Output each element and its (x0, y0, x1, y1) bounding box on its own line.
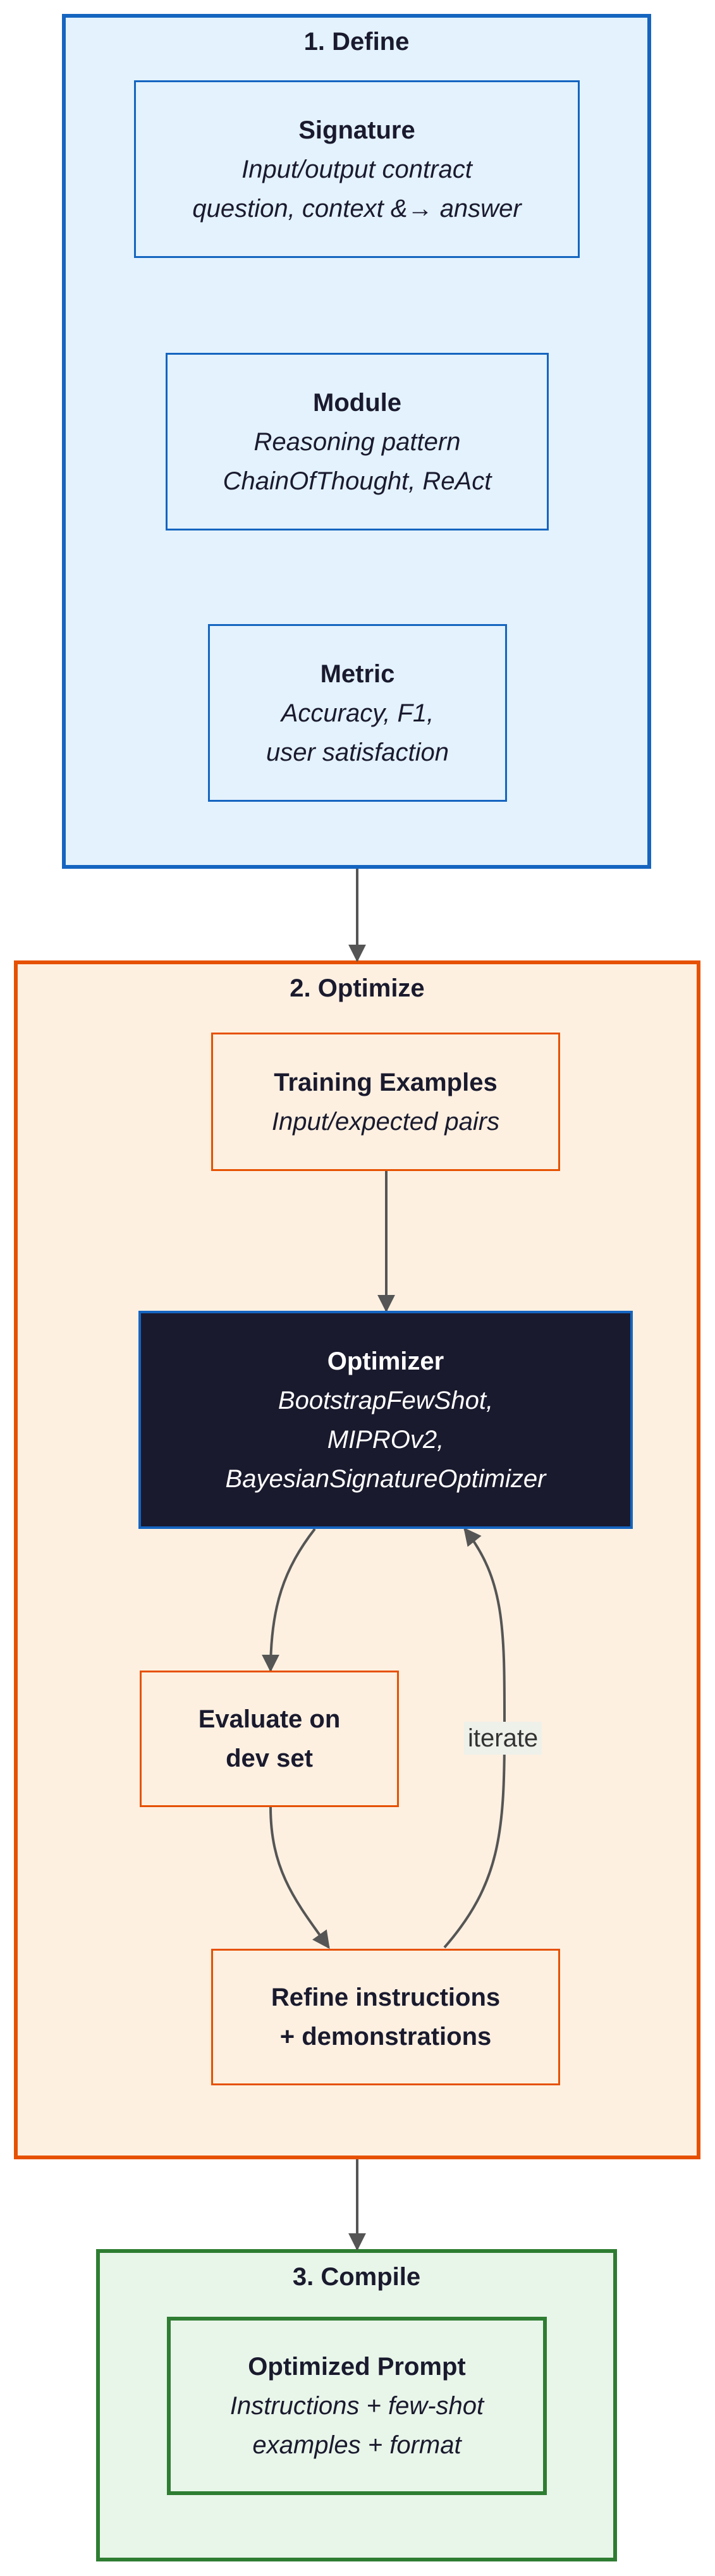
evaluate-node: Evaluate on dev set (140, 1671, 399, 1807)
training-title: Training Examples (274, 1068, 498, 1096)
signature-title: Signature (298, 116, 415, 144)
metric-line1: Accuracy, F1, (281, 699, 434, 727)
prompt-line1: Instructions + few-shot (229, 2392, 484, 2420)
iterate-edge-label: iterate (464, 1722, 542, 1755)
signature-node: Signature Input/output contract question… (134, 80, 580, 258)
optimizer-line1: BootstrapFewShot, (278, 1386, 494, 1414)
prompt-title: Optimized Prompt (248, 2353, 466, 2381)
evaluate-line2: dev set (226, 1745, 313, 1772)
optimize-group-title: 2. Optimize (290, 974, 425, 1002)
metric-title: Metric (320, 659, 395, 688)
module-node: Module Reasoning pattern ChainOfThought,… (166, 353, 549, 531)
signature-line1: Input/output contract (241, 155, 472, 183)
edge-optimizer-to-evaluate (262, 1528, 316, 1672)
define-group-title: 1. Define (303, 28, 410, 56)
metric-line2: user satisfaction (266, 738, 449, 766)
optimizer-line2: MIPROv2, (327, 1425, 444, 1454)
training-line1: Input/expected pairs (271, 1107, 500, 1136)
optimizer-line3: BayesianSignatureOptimizer (225, 1464, 546, 1493)
module-line2: ChainOfThought, ReAct (223, 467, 492, 495)
edge-evaluate-to-refine (269, 1806, 330, 1949)
prompt-line2: examples + format (252, 2431, 461, 2459)
evaluate-line1: Evaluate on (198, 1705, 341, 1733)
optimizer-node: Optimizer BootstrapFewShot, MIPROv2, Bay… (138, 1311, 633, 1529)
refine-line2: + demonstrations (279, 2023, 492, 2051)
training-examples-node: Training Examples Input/expected pairs (211, 1033, 560, 1171)
metric-node: Metric Accuracy, F1, user satisfaction (208, 624, 507, 802)
module-title: Module (313, 388, 401, 417)
optimized-prompt-node: Optimized Prompt Instructions + few-shot… (167, 2317, 547, 2495)
compile-group-title: 3. Compile (292, 2263, 421, 2291)
signature-line2: question, context &→ answer (192, 194, 522, 223)
refine-line1: Refine instructions (271, 1984, 501, 2011)
refine-node: Refine instructions + demonstrations (211, 1949, 560, 2085)
module-line1: Reasoning pattern (254, 427, 461, 456)
optimizer-title: Optimizer (327, 1347, 444, 1375)
